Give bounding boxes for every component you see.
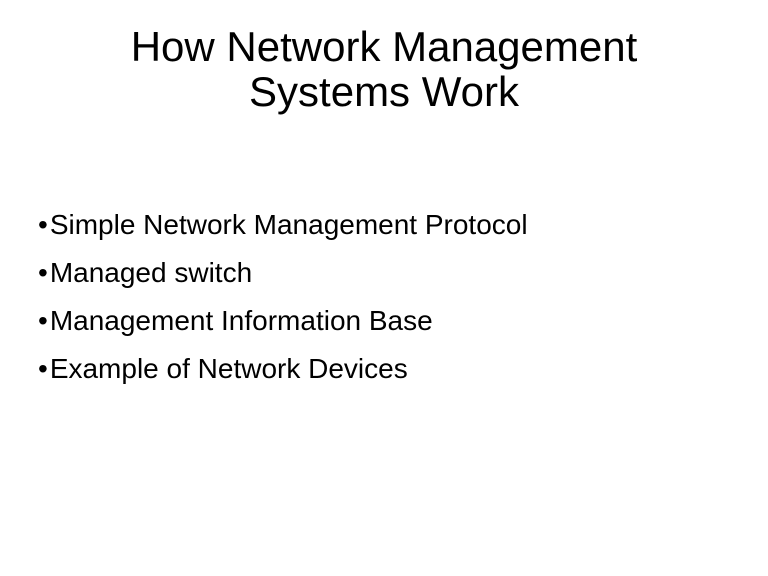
bullet-dot-icon: • <box>38 305 48 336</box>
bullet-dot-icon: • <box>38 257 48 288</box>
bullet-list: •Simple Network Management Protocol •Man… <box>38 201 738 393</box>
bullet-dot-icon: • <box>38 353 48 384</box>
bullet-text-managed-switch: Managed switch <box>49 257 253 288</box>
bullet-item: •Simple Network Management Protocol <box>38 201 738 249</box>
bullet-item: •Managed switch <box>38 249 738 297</box>
slide-title: How Network Management Systems Work <box>0 24 768 114</box>
bullet-item: •Example of Network Devices <box>38 345 738 393</box>
slide-title-line-2: Systems Work <box>249 68 519 115</box>
bullet-text-network-devices: Example of Network Devices <box>49 353 408 384</box>
bullet-item: •Management Information Base <box>38 297 738 345</box>
bullet-text-snmp: Simple Network Management Protocol <box>49 209 528 240</box>
slide-title-line-1: How Network Management <box>130 23 638 70</box>
bullet-dot-icon: • <box>38 209 48 240</box>
bullet-text-mib: Management Information Base <box>49 305 433 336</box>
